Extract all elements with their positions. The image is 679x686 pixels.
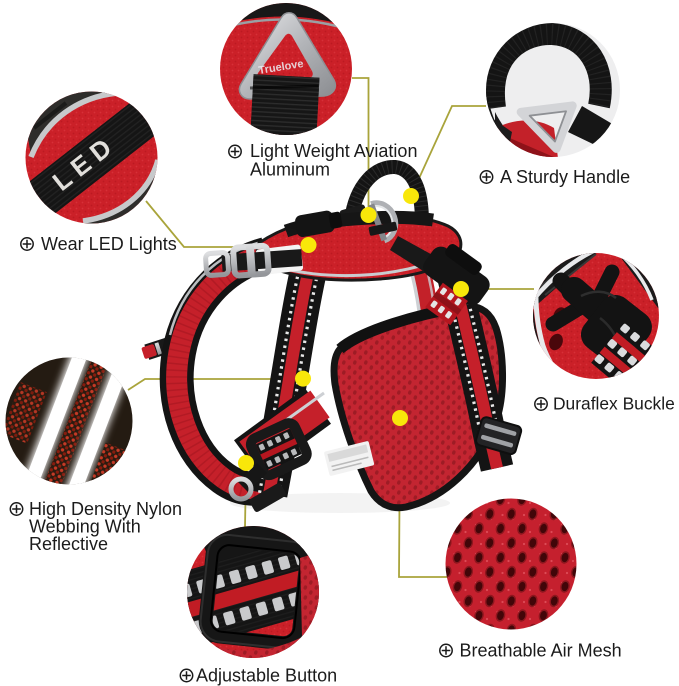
svg-text:Aluminum: Aluminum (250, 160, 330, 180)
svg-text:Adjustable Button: Adjustable Button (196, 666, 337, 686)
svg-text:Webbing With: Webbing With (29, 517, 141, 537)
svg-text:High Density Nylon: High Density Nylon (29, 499, 182, 519)
svg-text:Breathable Air Mesh: Breathable Air Mesh (460, 641, 622, 661)
svg-text:Duraflex Buckle: Duraflex Buckle (553, 394, 675, 414)
svg-text:Reflective: Reflective (29, 534, 108, 554)
svg-text:Wear LED Lights: Wear LED Lights (41, 234, 177, 254)
svg-text:A Sturdy Handle: A Sturdy Handle (500, 167, 630, 187)
svg-text:Light Weight Aviation: Light Weight Aviation (250, 141, 417, 161)
